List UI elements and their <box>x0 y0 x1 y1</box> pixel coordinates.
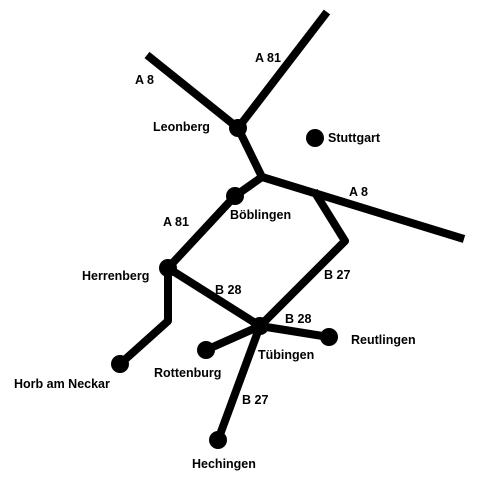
road-a8-west <box>144 51 241 132</box>
road-b28-east <box>259 322 330 341</box>
city-marker-boeblingen[interactable] <box>226 187 244 205</box>
road-label-a8-west: A 8 <box>135 73 154 87</box>
city-labels: Stuttgart Leonberg Böblingen Herrenberg … <box>14 120 416 471</box>
city-marker-stuttgart[interactable] <box>306 129 324 147</box>
road-herrenberg-horb <box>117 268 172 367</box>
road-b27-south <box>214 324 264 442</box>
road-label-b28-west: B 28 <box>215 283 241 297</box>
road-b28-west <box>165 264 263 330</box>
road-b27-north <box>257 188 349 329</box>
city-label-hechingen: Hechingen <box>192 457 256 471</box>
city-label-boeblingen: Böblingen <box>230 208 291 222</box>
city-marker-herrenberg[interactable] <box>159 259 177 277</box>
city-marker-reutlingen[interactable] <box>320 328 338 346</box>
road-label-a8-east: A 8 <box>349 185 368 199</box>
city-label-horb: Horb am Neckar <box>14 377 110 391</box>
city-label-rottenburg: Rottenburg <box>154 366 221 380</box>
city-marker-leonberg[interactable] <box>229 119 247 137</box>
road-label-a81-north: A 81 <box>255 51 281 65</box>
road-label-b28-east: B 28 <box>285 312 311 326</box>
road-label-a81-south: A 81 <box>163 215 189 229</box>
city-marker-hechingen[interactable] <box>209 431 227 449</box>
city-marker-rottenburg[interactable] <box>197 341 215 359</box>
road-a81-north <box>234 9 331 131</box>
road-leonberg-junction <box>234 126 266 179</box>
road-a8-east <box>260 173 466 243</box>
city-label-herrenberg: Herrenberg <box>82 269 149 283</box>
road-label-b27-north: B 27 <box>324 268 350 282</box>
city-label-tuebingen: Tübingen <box>258 348 314 362</box>
city-label-stuttgart: Stuttgart <box>328 131 381 145</box>
city-label-reutlingen: Reutlingen <box>351 333 416 347</box>
city-marker-horb[interactable] <box>111 355 129 373</box>
city-label-leonberg: Leonberg <box>153 120 210 134</box>
city-marker-tuebingen[interactable] <box>251 317 269 335</box>
road-tuebingen-rottenburg <box>204 322 262 354</box>
city-markers <box>111 119 338 449</box>
road-labels: A 8 A 81 A 8 A 81 B 28 B 27 B 28 B 27 <box>135 51 368 407</box>
road-label-b27-south: B 27 <box>242 393 268 407</box>
